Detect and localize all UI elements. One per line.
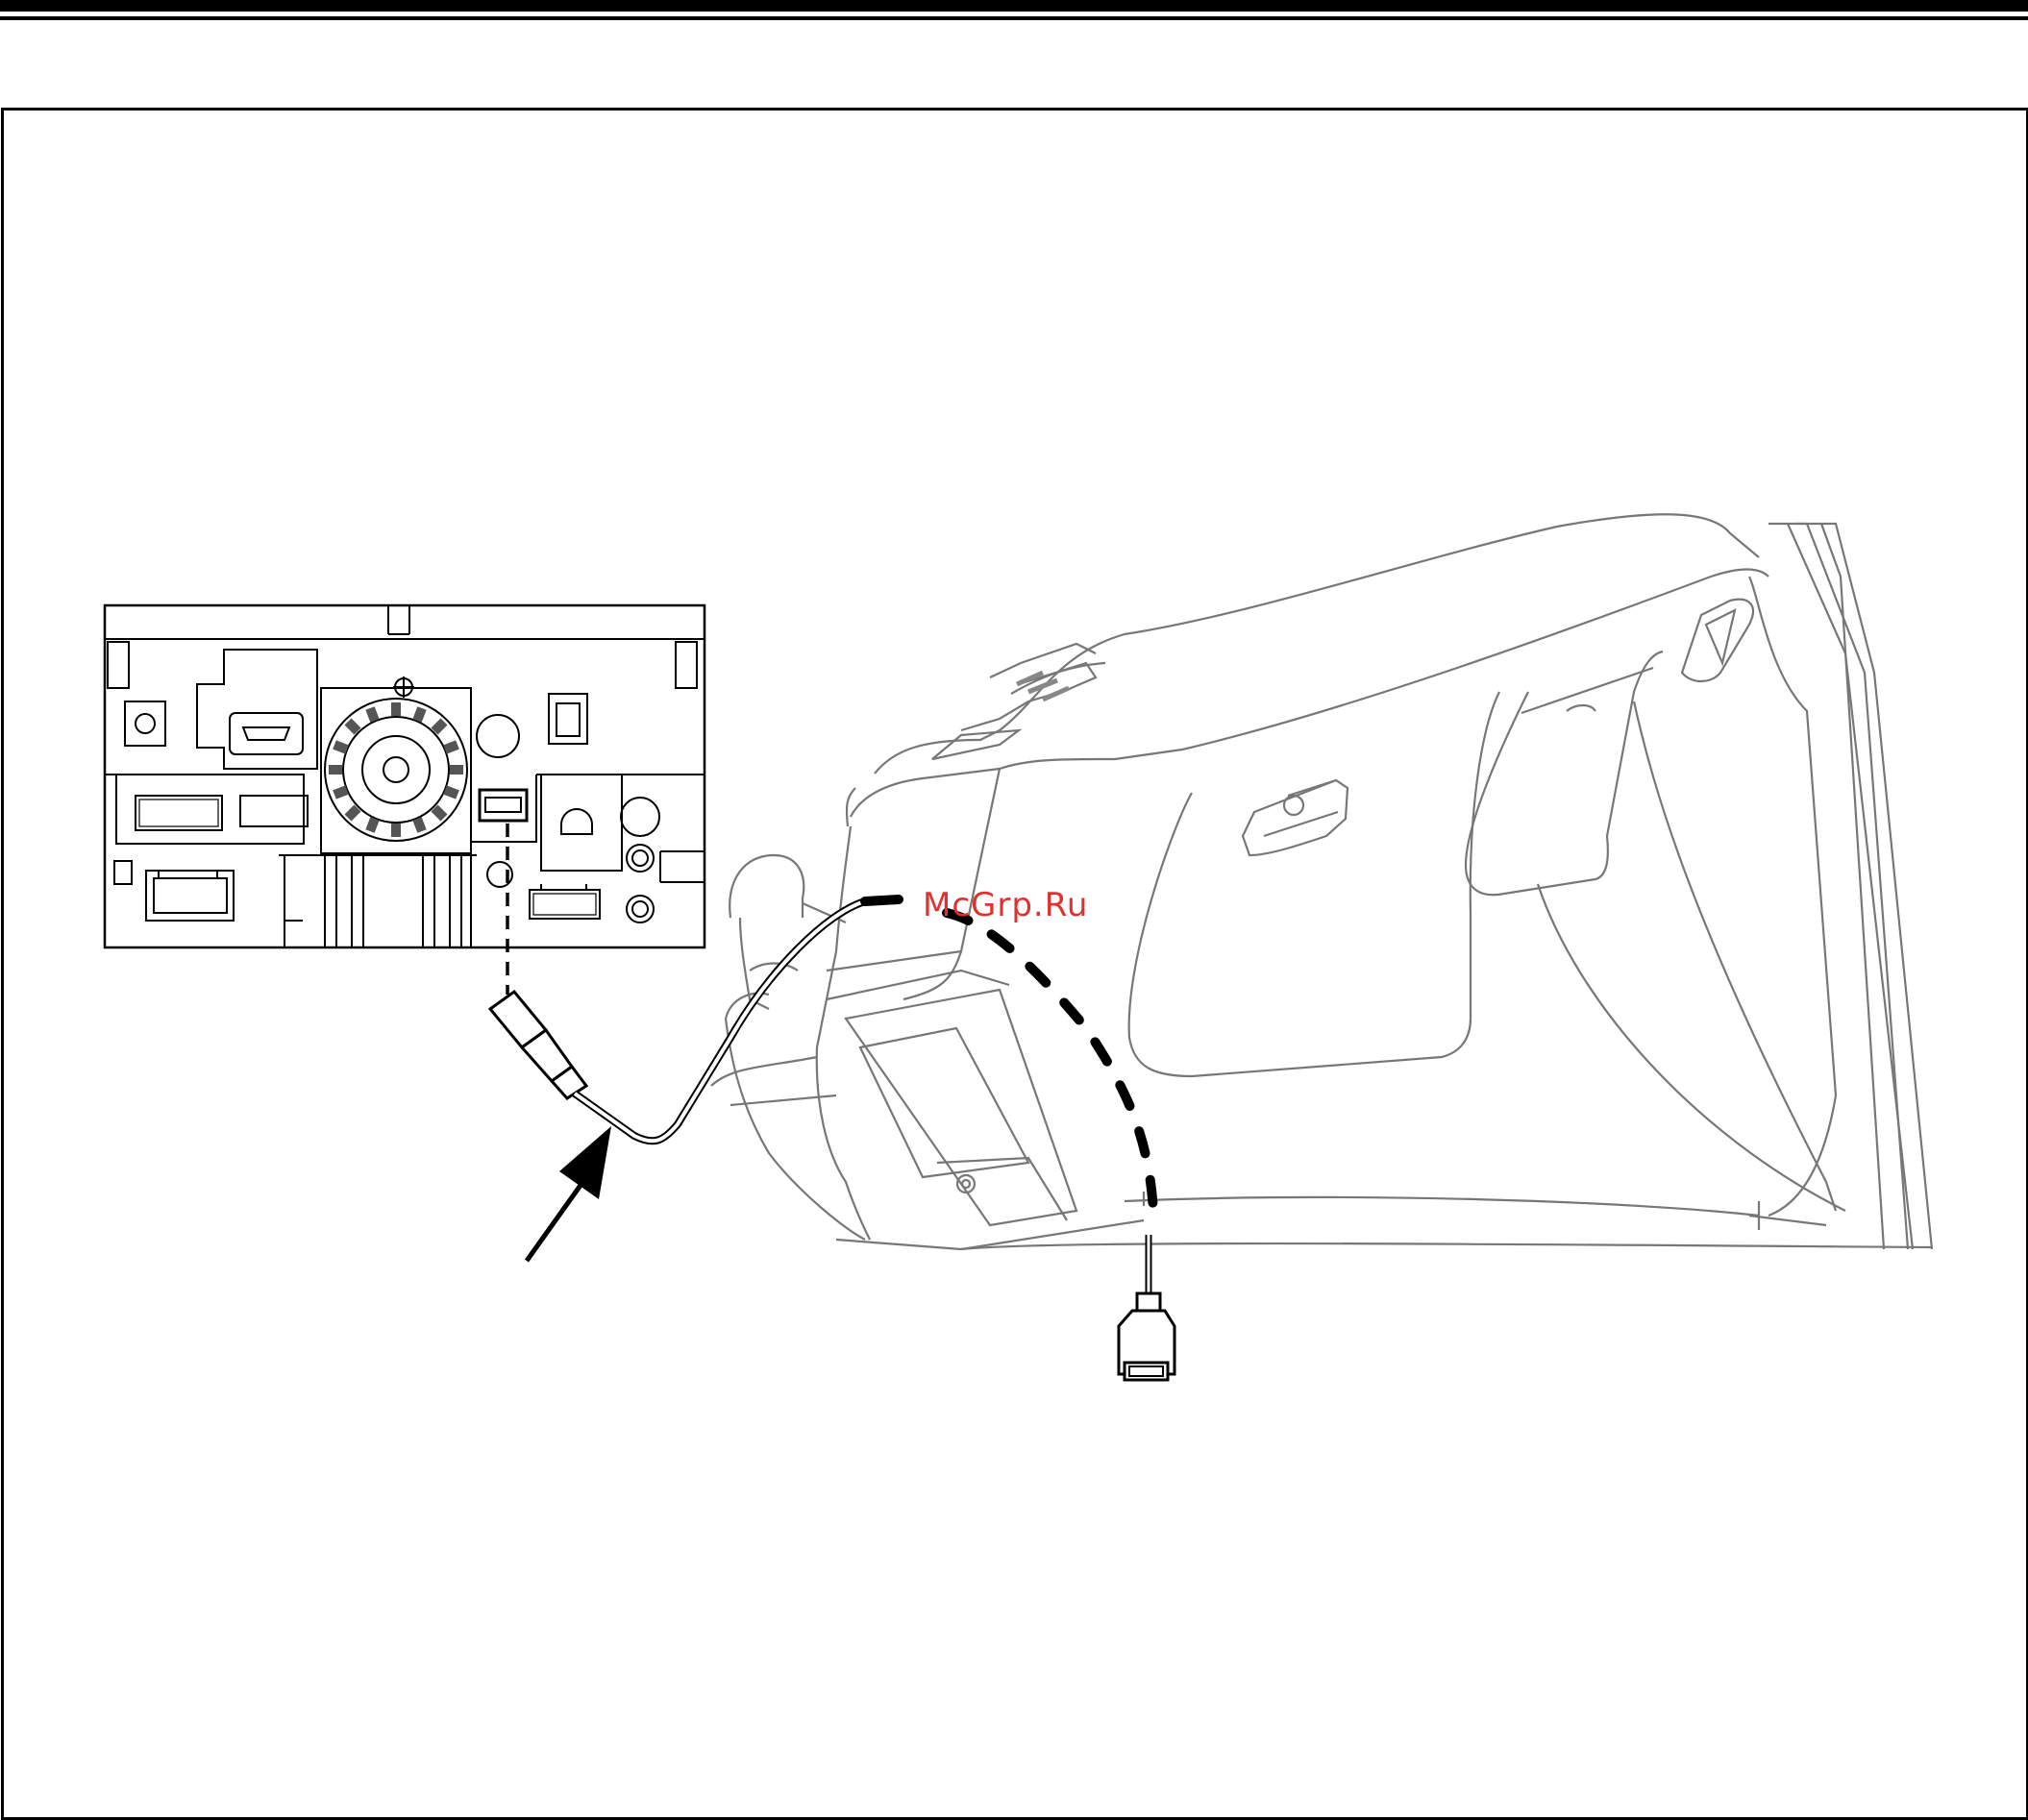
vehicle-dashboard <box>711 514 1932 1249</box>
usb-male-plug <box>490 992 586 1098</box>
usb-female-socket <box>1119 1293 1175 1380</box>
pointer-arrow <box>527 1126 611 1261</box>
head-unit-rear-panel <box>105 605 705 947</box>
watermark-text: McGrp.Ru <box>923 886 1088 924</box>
